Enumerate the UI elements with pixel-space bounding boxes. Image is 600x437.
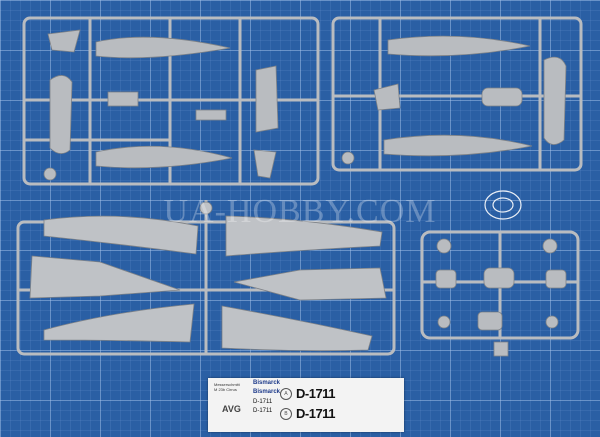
wing-panel-left [43, 303, 195, 343]
wing-upper-right [225, 215, 383, 257]
fuselage-half-bottom [95, 145, 233, 169]
sprue-d-parts [435, 238, 567, 357]
wheel-part-2 [542, 238, 558, 254]
sprue-a-parts [43, 29, 279, 181]
decal-bismarck-1: Bismarck [253, 380, 281, 386]
sprue-tag-b [341, 151, 355, 165]
rudder-part [253, 149, 277, 179]
decal-large-reg-1: D-1711 [296, 386, 335, 401]
wing-upper-left [43, 215, 199, 255]
wheel-part-3 [437, 315, 451, 329]
nose-part [373, 83, 401, 111]
decal-brand-line-2: M 23b Cirrus [214, 387, 237, 392]
wheel-part-4 [545, 315, 559, 329]
tailplane-part [49, 75, 73, 154]
panel-part [195, 109, 227, 121]
stabilizer-part [543, 56, 567, 145]
seat-part [107, 91, 139, 107]
clear-canopy-part [484, 190, 522, 220]
wheel-part-1 [436, 238, 452, 254]
decal-brand: Messerschmitt M 23b Cirrus [214, 382, 250, 392]
cylinder-part [481, 87, 523, 107]
decal-bismarck-2: Bismarck [253, 389, 281, 395]
decal-small-reg-2: D-1711 [253, 408, 273, 414]
sprue-tag-d [493, 341, 509, 357]
sprue-c-parts [29, 201, 387, 352]
engine-cowling-part [387, 35, 531, 57]
engine-part [483, 267, 515, 289]
decal-logo: AVG [222, 404, 241, 414]
fuselage-half-top [95, 36, 231, 59]
decal-sheet: Messerschmitt M 23b Cirrus AVG Bismarck … [208, 378, 404, 432]
wing-strut-part [255, 65, 279, 133]
decal-large-reg-2: D-1711 [296, 406, 335, 421]
oleo-part-2 [545, 269, 567, 289]
wing-lower-left [29, 255, 181, 299]
decal-marker-a: A [280, 388, 292, 400]
oleo-part-1 [435, 269, 457, 289]
sprue-tag-c [199, 201, 213, 215]
fin-part [47, 29, 81, 53]
sprue-frame-a [22, 16, 320, 186]
decal-small-reg-1: D-1711 [253, 399, 273, 405]
propeller-hub-part [477, 311, 503, 331]
fuselage-lower-part [383, 134, 533, 157]
wing-lower-right [233, 267, 387, 301]
decal-brand-line-1: Messerschmitt [214, 382, 240, 387]
decal-marker-b: B [280, 408, 292, 420]
wing-panel-right [221, 305, 373, 352]
sprue-b-parts [341, 35, 567, 165]
sprue-tag-a [43, 167, 57, 181]
